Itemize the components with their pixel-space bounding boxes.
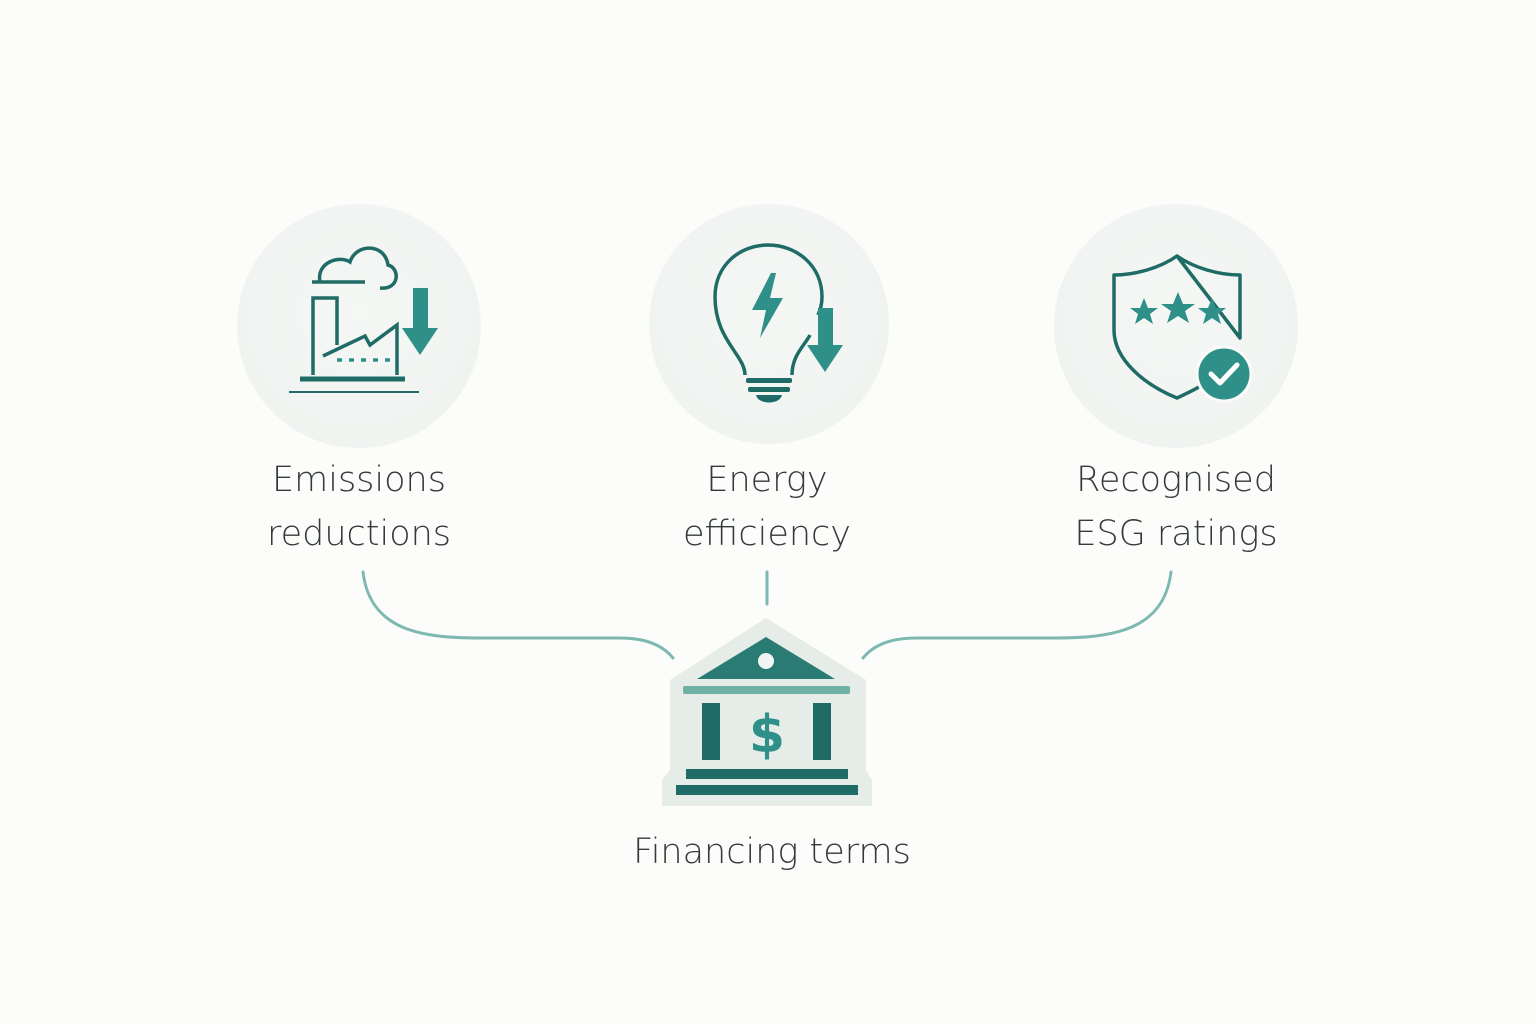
- shield-stars-check-icon: [1112, 254, 1253, 403]
- connector-esg: [861, 570, 1173, 660]
- emissions-label-line2: reductions: [266, 514, 452, 554]
- esg-label-line2: ESG ratings: [1074, 514, 1278, 554]
- emissions-circle: [237, 204, 481, 448]
- connector-emissions: [361, 570, 675, 660]
- dollar-sign: $: [749, 705, 785, 765]
- factory-emissions-down-icon: [289, 246, 419, 393]
- arrow-down-icon: [402, 288, 438, 355]
- energy-label-line2: efficiency: [682, 514, 851, 554]
- emissions-label-line1: Emissions: [272, 460, 446, 500]
- lightbulb-energy-down-icon: [713, 243, 843, 403]
- energy-label: Energy efficiency: [587, 453, 947, 561]
- esg-label: Recognised ESG ratings: [996, 453, 1356, 561]
- esg-circle: [1054, 204, 1298, 448]
- esg-label-line1: Recognised: [1076, 460, 1276, 500]
- emissions-label: Emissions reductions: [179, 453, 539, 561]
- bank-dollar-icon: [662, 618, 872, 806]
- financing-terms-label: Financing terms: [633, 832, 911, 872]
- energy-label-line1: Energy: [706, 460, 828, 500]
